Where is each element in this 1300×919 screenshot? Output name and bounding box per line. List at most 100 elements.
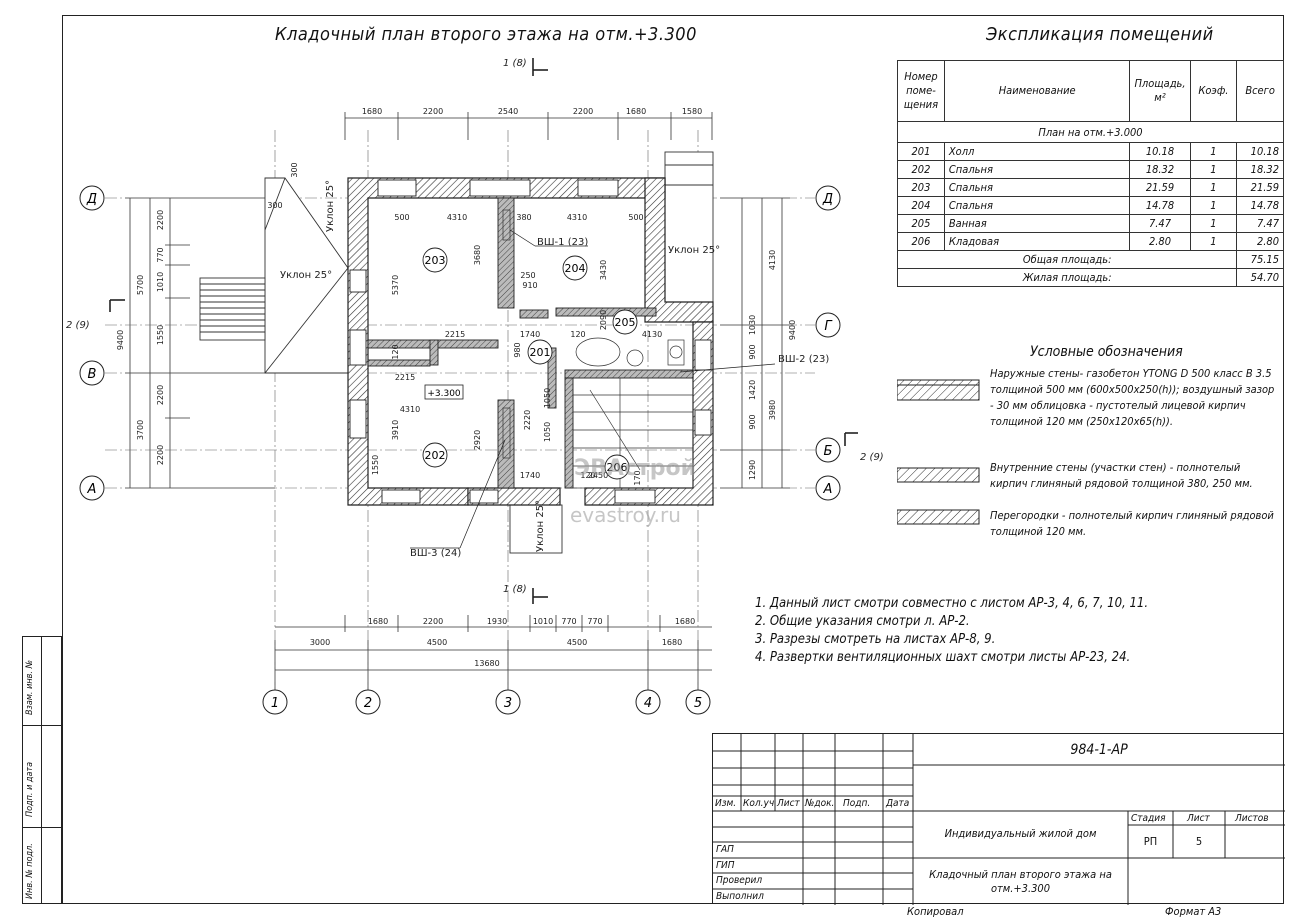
notes: 1. Данный лист смотри совместно с листом…	[755, 595, 1275, 667]
axis-a-left: А	[87, 482, 97, 497]
cell: Спальня	[943, 196, 1131, 215]
drawing-title: Кладочный план второго этажа на отм.+3.3…	[275, 24, 697, 45]
dim-inner: 1050	[543, 388, 552, 408]
note-4: 4. Развертки вентиляционных шахт смотри …	[755, 650, 1131, 665]
explication-table: Номер поме- щения Наименование Площадь, …	[896, 60, 1284, 287]
axis-3: 3	[504, 696, 512, 711]
dim-bottom: 770	[561, 617, 576, 626]
cell: 10.18	[1236, 142, 1284, 161]
dim-inner: 1740	[520, 330, 540, 339]
section-mark-top: 1 (8)	[503, 58, 527, 69]
dim-inner: 170	[633, 470, 642, 485]
dim-bottom: 1010	[533, 617, 553, 626]
shaft-label-3: ВШ-3 (24)	[410, 548, 461, 559]
dim-bottom2: 3000	[310, 638, 330, 647]
floor-plan: Д Д Г В Б А А 1 2 3 4 5 203 204 205 201 …	[66, 58, 884, 715]
dim-inner: 2215	[395, 373, 415, 382]
side-label-replace: Взам. инв. №	[25, 660, 35, 715]
dim-left: 1010	[156, 272, 165, 292]
axis-b-right: Б	[824, 444, 833, 459]
col-header: Коэф.	[1189, 60, 1238, 122]
stamp-col-date: Дата	[886, 798, 910, 809]
stamp-col-kol: Кол.уч	[743, 798, 775, 809]
dim-bottom: 1680	[675, 617, 695, 626]
cell: 2.80	[1129, 232, 1191, 251]
dim-bottom2: 1680	[662, 638, 682, 647]
dim-left: 2200	[156, 385, 165, 405]
room-202: 202	[425, 449, 446, 462]
cell: 1	[1189, 196, 1238, 215]
side-label-sign: Подп. и дата	[25, 761, 35, 817]
dim-inner: 500	[628, 213, 643, 222]
dim-inner: 980	[513, 342, 522, 357]
dim-left: 1550	[156, 325, 165, 345]
col-header: Всего	[1236, 60, 1284, 122]
dim-inner: 5370	[391, 275, 400, 295]
slope-label-top: Уклон 25°	[325, 180, 336, 232]
axis-d-right: Д	[822, 192, 833, 207]
stamp-col-list: Лист	[777, 798, 800, 809]
cell: 201	[897, 142, 945, 161]
cell: Кладовая	[943, 232, 1131, 251]
room-203: 203	[425, 254, 446, 267]
axis-2: 2	[364, 696, 372, 711]
shaft-label-1: ВШ-1 (23)	[537, 237, 588, 248]
dim-inner: 500	[394, 213, 409, 222]
dim-right: 4130	[768, 250, 777, 270]
dim-right: 3980	[768, 400, 777, 420]
dim-inner: 380	[516, 213, 531, 222]
cell: 10.18	[1129, 142, 1191, 161]
axis-a-right: А	[823, 482, 833, 497]
stamp-stage: РП	[1143, 835, 1158, 848]
total-value: 75.15	[1236, 250, 1284, 269]
legend-item-inner-walls: Внутренние стены (участки стен) - полнот…	[990, 461, 1253, 490]
dim-bottom: 1680	[368, 617, 388, 626]
cell: Спальня	[943, 178, 1131, 197]
dim-bottom: 2200	[423, 617, 443, 626]
dim-inner: 3430	[599, 260, 608, 280]
axis-1: 1	[271, 696, 279, 711]
stamp-sheets-label: Листов	[1235, 813, 1269, 824]
dim-top: 2200	[423, 107, 443, 116]
level-mark: +3.300	[427, 389, 461, 399]
cell: 1	[1189, 214, 1238, 233]
legend-item-partitions: Перегородки - полнотелый кирпич глиняный…	[990, 509, 1274, 538]
cell: Спальня	[943, 160, 1131, 179]
dim-right: 1030	[748, 315, 757, 335]
stamp-col-doc: №док.	[805, 798, 835, 809]
stamp-col-sign: Подп.	[843, 798, 871, 809]
dim-inner: 2090	[599, 310, 608, 330]
copied-label: Копировал	[907, 905, 964, 918]
dim-top: 2200	[573, 107, 593, 116]
cell: 202	[897, 160, 945, 179]
cell: 21.59	[1236, 178, 1284, 197]
axis-4: 4	[644, 696, 652, 711]
cell: 1	[1189, 232, 1238, 251]
dim-inner: 300	[290, 162, 299, 177]
stamp-sheet: 5	[1195, 835, 1203, 848]
dim-inner: 120	[580, 471, 595, 480]
dim-inner: 2215	[445, 330, 465, 339]
cell: 14.78	[1129, 196, 1191, 215]
cell: 7.47	[1129, 214, 1191, 233]
dim-total: 13680	[474, 659, 499, 668]
dim-bottom2: 4500	[567, 638, 587, 647]
dim-bottom: 770	[587, 617, 602, 626]
section-mark-bottom: 1 (8)	[503, 584, 527, 595]
dim-left: 5700	[136, 275, 145, 295]
dim-left: 3700	[136, 420, 145, 440]
room-206: 206	[607, 461, 628, 474]
dim-inner: 3910	[391, 420, 400, 440]
dim-inner: 2920	[473, 430, 482, 450]
dim-left: 770	[156, 247, 165, 262]
stamp-project: Индивидуальный жилой дом	[944, 827, 1097, 840]
watermark-brand: ЭВАстрой	[574, 456, 696, 481]
axis-g-right: Г	[824, 319, 833, 334]
dim-bottom: 1930	[487, 617, 507, 626]
dim-inner: 4130	[642, 330, 662, 339]
dim-right: 9400	[788, 320, 797, 340]
living-label: Жилая площадь:	[896, 268, 1238, 287]
cell: 21.59	[1129, 178, 1191, 197]
